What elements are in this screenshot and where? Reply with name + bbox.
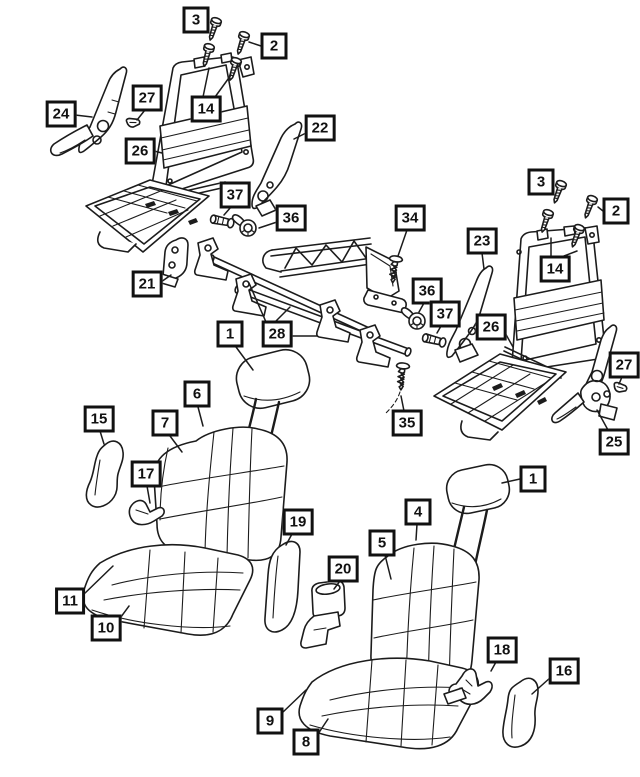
- callout-25[interactable]: 25: [598, 428, 630, 456]
- callout-18[interactable]: 18: [486, 636, 518, 664]
- callout-22[interactable]: 22: [304, 114, 336, 142]
- callout-14[interactable]: 14: [539, 255, 571, 283]
- leader-line: [281, 689, 307, 714]
- callout-23[interactable]: 23: [466, 227, 498, 255]
- callout-11[interactable]: 11: [55, 587, 85, 615]
- leader-line: [214, 74, 232, 98]
- leader-lines: [74, 41, 623, 735]
- callout-19[interactable]: 19: [282, 508, 314, 536]
- leader-line: [258, 221, 278, 229]
- cover-16: [502, 677, 539, 748]
- callout-36[interactable]: 36: [411, 277, 443, 305]
- callout-24[interactable]: 24: [45, 100, 77, 128]
- callout-34[interactable]: 34: [394, 204, 426, 232]
- recliner-bracket-23: [446, 265, 494, 363]
- cushion-right: [298, 657, 479, 750]
- callout-27[interactable]: 27: [608, 351, 640, 379]
- bracket-18: [443, 668, 493, 706]
- leader-line: [81, 565, 114, 597]
- leader-line: [597, 206, 604, 212]
- leader-line: [74, 114, 93, 118]
- shield-19: [264, 540, 301, 633]
- leader-line: [481, 252, 485, 270]
- callout-3[interactable]: 3: [182, 6, 210, 34]
- callout-9[interactable]: 9: [256, 707, 284, 735]
- callout-20[interactable]: 20: [327, 555, 359, 583]
- leader-line: [397, 229, 408, 257]
- callout-16[interactable]: 16: [548, 657, 580, 685]
- callout-8[interactable]: 8: [292, 728, 320, 756]
- callout-27[interactable]: 27: [131, 84, 163, 112]
- callout-7[interactable]: 7: [151, 409, 179, 437]
- leader-line: [418, 302, 425, 313]
- leader-line: [293, 132, 307, 140]
- callout-4[interactable]: 4: [404, 498, 432, 526]
- seatback-cushion-left: [153, 426, 288, 562]
- callout-26[interactable]: 26: [475, 313, 507, 341]
- leader-line: [285, 533, 293, 546]
- leader-line: [384, 554, 392, 580]
- callout-2[interactable]: 2: [260, 32, 288, 60]
- leader-line: [501, 478, 521, 484]
- leader-line: [146, 485, 151, 504]
- cushion-pan-left: [85, 179, 210, 253]
- leader-line: [563, 250, 578, 257]
- callout-3[interactable]: 3: [527, 168, 555, 196]
- leader-line: [99, 430, 105, 445]
- callout-36[interactable]: 36: [275, 204, 307, 232]
- callout-2[interactable]: 2: [602, 197, 630, 225]
- cushion-left: [82, 543, 254, 636]
- left-trimmed-seat: [82, 348, 311, 636]
- leader-line: [317, 718, 329, 735]
- callout-26[interactable]: 26: [124, 137, 156, 165]
- callout-6[interactable]: 6: [183, 380, 211, 408]
- bracket-21: [157, 237, 189, 288]
- leader-line: [415, 523, 418, 541]
- leader-line: [235, 346, 254, 371]
- callout-21[interactable]: 21: [131, 270, 163, 298]
- leader-line: [202, 67, 210, 98]
- leader-line: [596, 409, 609, 431]
- callout-15[interactable]: 15: [83, 405, 115, 433]
- leader-line: [531, 676, 552, 695]
- callout-5[interactable]: 5: [368, 529, 396, 557]
- leader-line: [197, 406, 204, 427]
- leader-line: [248, 282, 267, 323]
- callout-1[interactable]: 1: [519, 465, 547, 493]
- leader-line: [490, 661, 497, 672]
- callout-35[interactable]: 35: [391, 409, 423, 437]
- leader-line: [160, 274, 172, 283]
- callout-14[interactable]: 14: [190, 95, 222, 123]
- shield-15: [85, 440, 124, 508]
- callout-37[interactable]: 37: [219, 181, 251, 209]
- riser-assembly: [157, 237, 448, 414]
- callout-17[interactable]: 17: [130, 460, 162, 488]
- recliner-bracket-22: [251, 121, 303, 217]
- right-trimmed-seat: [298, 463, 539, 750]
- recliner-bracket-25: [551, 324, 618, 424]
- callout-37[interactable]: 37: [429, 300, 461, 328]
- bracket-17: [128, 499, 165, 526]
- leader-line: [400, 395, 405, 412]
- cupholder-20: [300, 580, 346, 649]
- callout-28[interactable]: 28: [261, 320, 293, 348]
- leader-line: [274, 306, 291, 323]
- callout-1[interactable]: 1: [216, 320, 244, 348]
- recliner-bracket-24: [50, 66, 128, 157]
- headrest-left: [235, 348, 311, 455]
- leader-line: [136, 109, 146, 121]
- leader-line: [169, 435, 183, 453]
- callout-10[interactable]: 10: [90, 614, 122, 642]
- right-seatback-assembly: [433, 178, 629, 441]
- leader-line: [248, 41, 262, 47]
- cushion-pan-right: [433, 353, 567, 441]
